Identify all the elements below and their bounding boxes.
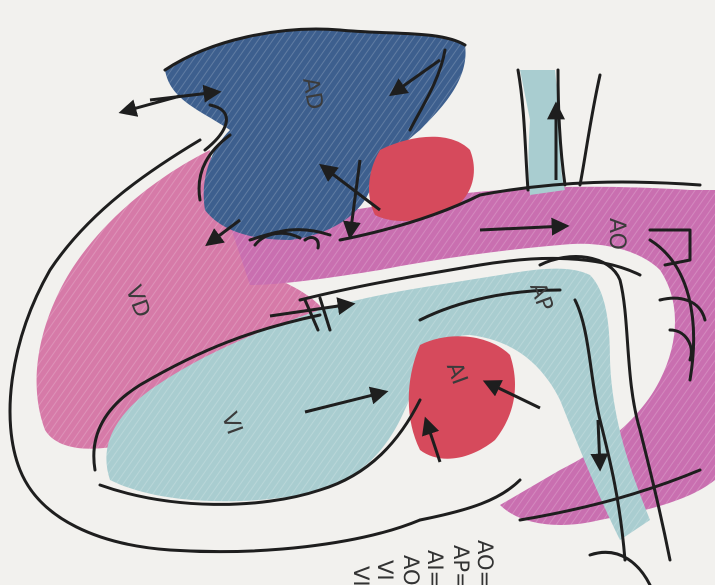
legend-item-6: VI	[349, 566, 373, 585]
legend-item-1: AO=	[473, 540, 497, 585]
label-ao: AO	[604, 218, 629, 250]
flow-arrow-pa-down	[598, 420, 600, 468]
legend-item-5: VI	[373, 560, 397, 581]
legend-item-4: AO	[399, 555, 423, 585]
legend-item-3: AI=	[423, 550, 447, 585]
legend-item-2: AP=	[449, 545, 473, 585]
